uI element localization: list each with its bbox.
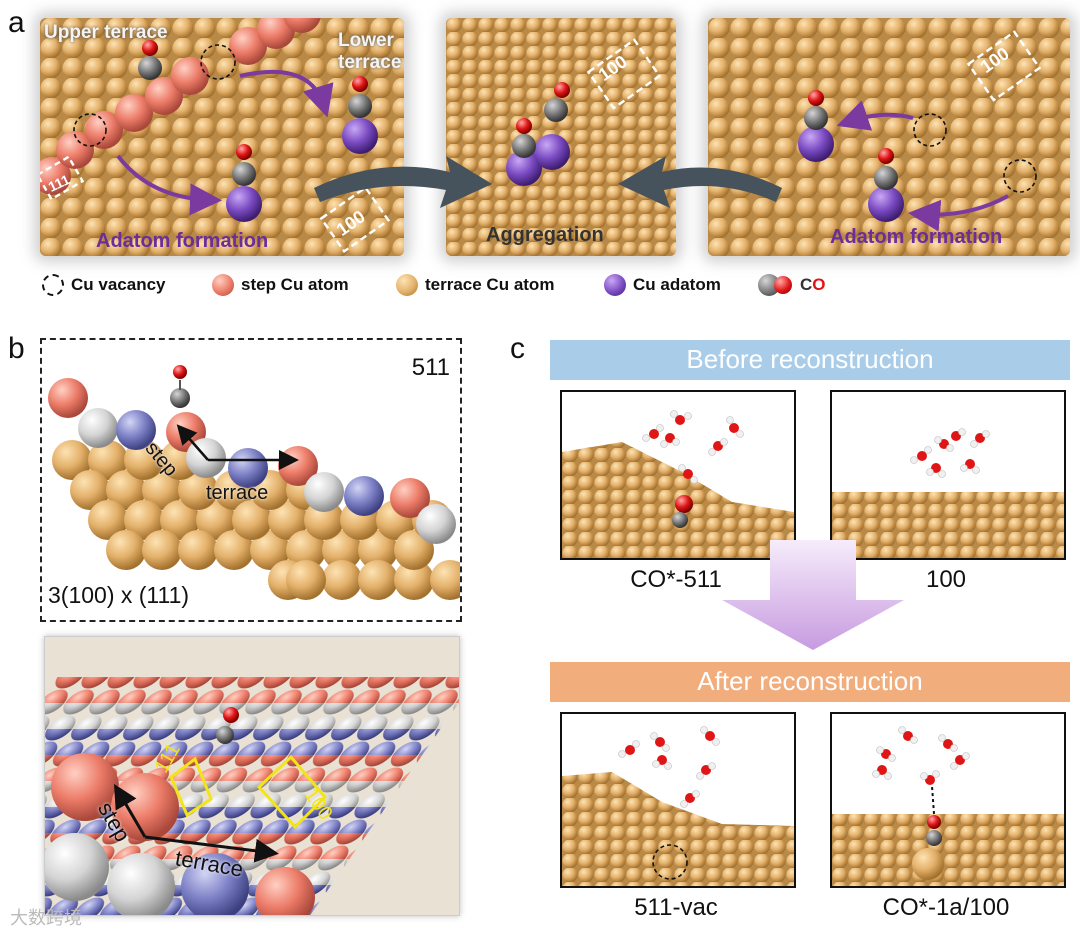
adatom-formation-label: Adatom formation <box>96 230 269 252</box>
surface-511-label: 511 <box>411 354 450 381</box>
legend-co: C O <box>758 274 826 296</box>
after-reconstruction-banner: After reconstruction <box>550 662 1070 702</box>
arrow-from-right <box>618 156 782 208</box>
vacancy-marker <box>913 113 947 147</box>
adatom-icon <box>604 274 626 296</box>
snapshot-100 <box>830 390 1066 560</box>
terrace-label: terrace <box>206 482 269 504</box>
vacancy-marker <box>1003 159 1037 193</box>
before-reconstruction-banner: Before reconstruction <box>550 340 1070 380</box>
aggregation-label: Aggregation <box>486 224 604 246</box>
511-surface-sideview <box>48 365 470 600</box>
snapshot-co-1a-100 <box>830 712 1066 888</box>
snapshot-511-vac <box>560 712 796 888</box>
lower-terrace-label: Lower terrace <box>338 30 402 73</box>
terrace-atom-icon <box>396 274 418 296</box>
legend-label: Cu adatom <box>633 275 721 294</box>
scene-terrace-adatom-formation: 100 Adatom formation <box>708 18 1070 256</box>
legend-label: Cu vacancy <box>71 275 166 294</box>
caption-100: 100 <box>925 566 967 593</box>
step-atom-icon <box>212 274 234 296</box>
legend-label: terrace Cu atom <box>425 275 555 294</box>
legend-label: step Cu atom <box>241 275 349 294</box>
legend-step-atom: step Cu atom <box>212 274 349 296</box>
vacancy-marker <box>73 113 107 147</box>
panel-b-511-box: 511 step terrace 3(100) x (111) <box>40 338 470 622</box>
caption-511-vac: 511-vac <box>634 894 718 921</box>
vacancy-icon <box>42 274 64 296</box>
watermark: 大数跨境 <box>10 908 82 928</box>
legend-label-c: C <box>800 275 813 294</box>
caption-co-511: CO*-511 <box>630 566 722 593</box>
legend-vacancy: Cu vacancy <box>42 274 166 296</box>
notation-label: 3(100) x (111) <box>48 582 190 608</box>
snapshot-co-511 <box>560 390 796 560</box>
100-snapshot <box>832 428 1064 558</box>
oxygen-icon <box>774 276 792 294</box>
arrow-to-aggregation <box>314 156 492 208</box>
panel-c-label: c <box>510 332 525 365</box>
vacancy-marker <box>200 44 236 80</box>
legend-terrace-atom: terrace Cu atom <box>396 274 554 296</box>
upper-terrace-label: Upper terrace <box>44 22 168 43</box>
reconstruction-down-arrow <box>722 540 904 650</box>
co-511-snapshot <box>562 410 794 558</box>
adatom-formation-label: Adatom formation <box>830 226 1003 248</box>
panel-b-3d-view: 111 100 step terrace <box>44 636 460 916</box>
vacancy-marker <box>652 844 688 880</box>
legend-label-o: O <box>812 275 826 294</box>
panel-a-label: a <box>8 6 25 39</box>
facet-box-111 <box>40 155 85 201</box>
511-surface-perspective <box>45 637 459 915</box>
step-surface-illustration <box>40 18 404 256</box>
scene-aggregation: 100 Aggregation <box>446 18 676 256</box>
aggregation-illustration <box>446 18 676 256</box>
terrace-surface-illustration <box>708 18 1070 256</box>
step-atom-row <box>40 18 321 195</box>
caption-co-1a-100: CO*-1a/100 <box>882 894 1010 921</box>
legend-adatom: Cu adatom <box>604 274 721 296</box>
co-1a-100-snapshot <box>832 726 1064 886</box>
facet-box-100 <box>319 185 391 253</box>
511-vac-snapshot <box>562 726 794 886</box>
scene-step-adatom-formation: Upper terrace Lower terrace 111 100 Adat… <box>40 18 404 256</box>
panel-b-label: b <box>8 332 25 365</box>
